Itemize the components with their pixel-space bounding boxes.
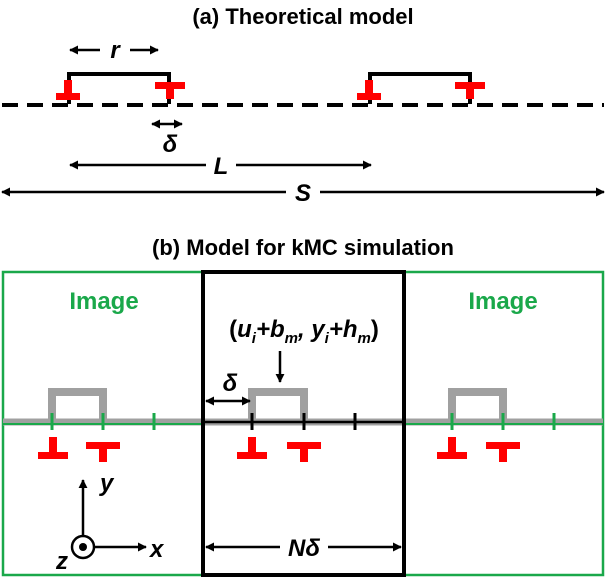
panel-b: (b) Model for kMC simulation <box>1 235 605 577</box>
label-delta-a: δ <box>163 131 178 158</box>
axis-label-z: z <box>55 548 68 575</box>
segment-bump-left <box>48 388 107 420</box>
dislocation-symbol-b5 <box>437 437 467 459</box>
dislocation-symbol-a4 <box>455 82 485 99</box>
dislocation-symbol-b3 <box>237 437 267 459</box>
axes-glyph: y x z <box>55 470 165 575</box>
coordinate-label: (ui+bm, yi+hm) <box>229 316 379 347</box>
dislocation-symbol-a3 <box>357 80 381 100</box>
label-Ndelta: Nδ <box>288 535 320 562</box>
panel-a-title: (a) Theoretical model <box>192 4 413 29</box>
dislocation-symbol-b1 <box>38 437 68 459</box>
dislocation-symbol-b6 <box>486 442 520 462</box>
dislocation-symbol-b2 <box>86 442 120 462</box>
label-S: S <box>295 180 311 207</box>
image-label-left: Image <box>69 288 138 315</box>
label-L: L <box>214 153 229 180</box>
segment-bump-center <box>248 388 308 420</box>
lattice-ticks-right <box>450 413 556 430</box>
label-r: r <box>110 37 121 64</box>
lattice-ticks-center <box>250 413 357 430</box>
label-delta-b: δ <box>223 370 238 397</box>
dislocation-symbol-a2 <box>155 82 185 99</box>
segment-bump-right <box>448 388 507 420</box>
image-label-right: Image <box>468 288 537 315</box>
axis-label-y: y <box>99 470 115 497</box>
lattice-ticks-left <box>50 413 156 430</box>
dipole-left-segment <box>67 72 171 104</box>
dislocation-symbol-a1 <box>56 80 80 100</box>
panel-b-title: (b) Model for kMC simulation <box>152 235 454 260</box>
simulation-cell <box>201 270 406 577</box>
dislocation-symbol-b4 <box>287 442 321 462</box>
panel-a: (a) Theoretical model r δ L <box>1 4 605 207</box>
axis-label-x: x <box>148 536 165 563</box>
